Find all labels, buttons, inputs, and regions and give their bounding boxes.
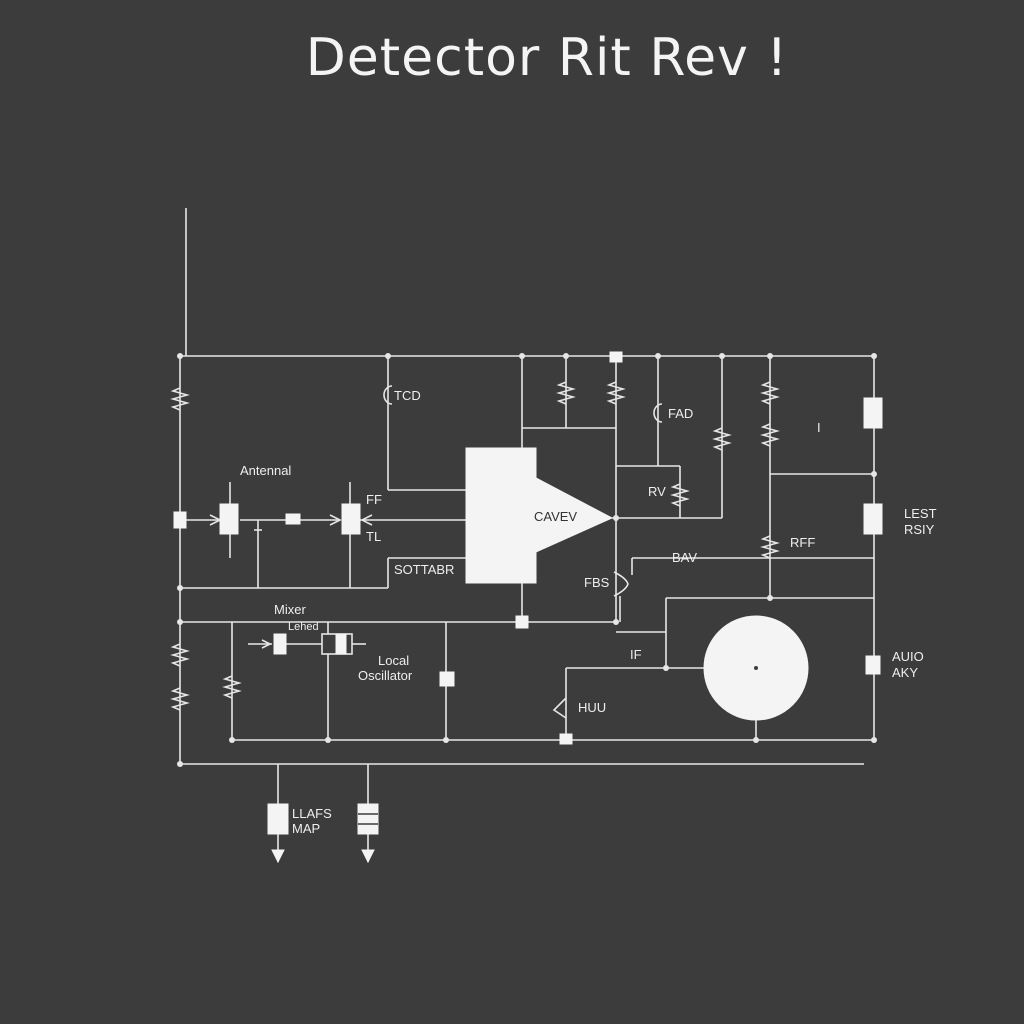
label-rv: RV [648, 484, 666, 499]
diagram-title: Detector Rit Rev ! [305, 28, 789, 88]
label-i-mark: I [817, 420, 821, 435]
antenna-coil [219, 503, 239, 535]
resistor-top-2 [606, 381, 626, 405]
output-block-1 [267, 803, 289, 835]
capacitor-fad [653, 403, 663, 423]
label-if: IF [630, 647, 642, 662]
ff-coil [341, 503, 361, 535]
label-lehed: Lehed [288, 621, 319, 633]
label-rsiy: RSIY [904, 522, 935, 537]
node-top [609, 351, 623, 363]
label-huu: HUU [578, 700, 607, 715]
mixer-in [273, 633, 287, 655]
resistor-top-1 [556, 381, 576, 405]
capacitor-tcd [383, 385, 393, 405]
label-antenna: Antennal [240, 463, 292, 478]
transducer-huu [552, 697, 567, 719]
label-rff: RFF [790, 535, 816, 550]
resistor-left-2 [170, 687, 190, 711]
resistor-rv [670, 483, 690, 507]
amplifier-block [465, 447, 537, 584]
label-fbs: FBS [584, 575, 610, 590]
resistor-mixer [222, 675, 242, 699]
node-mid [515, 615, 529, 629]
label-tcd: TCD [394, 388, 421, 403]
resistor-rff [760, 535, 780, 559]
label-llafs: LLAFS [292, 806, 332, 821]
label-audio: AUIO [892, 649, 924, 664]
resistor-right-2 [760, 423, 780, 447]
coupler-small [285, 513, 301, 525]
label-sottabr: SOTTABR [394, 562, 455, 577]
component-audio [865, 655, 881, 675]
label-ff: FF [366, 492, 382, 507]
label-mixer: Mixer [274, 602, 306, 617]
resistor-left-top [170, 387, 190, 411]
node-bottom [559, 733, 573, 745]
label-oscillator: Oscillator [358, 668, 413, 683]
node-left-1 [173, 511, 187, 529]
osc-node [439, 671, 455, 687]
label-lest: LEST [904, 506, 937, 521]
component-lest [863, 503, 883, 535]
output-block-2 [357, 803, 379, 835]
label-bav: BAV [672, 550, 698, 565]
resistor-mid [712, 427, 732, 451]
label-local: Local [378, 653, 410, 668]
resistor-left-1 [170, 643, 190, 667]
amplifier-triangle [535, 477, 614, 553]
label-caveу: CAVEV [534, 509, 578, 524]
label-aky: AKY [892, 665, 919, 680]
component-right-top [863, 397, 883, 429]
resistor-right-1 [760, 381, 780, 405]
label-fad: FAD [668, 406, 694, 421]
diode-fbs [613, 571, 629, 597]
label-tl: TL [366, 529, 382, 544]
label-map: MAP [292, 821, 321, 836]
